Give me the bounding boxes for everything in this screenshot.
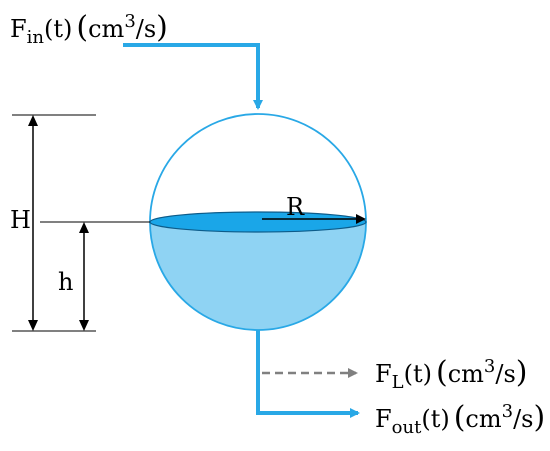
inflow-pipe	[123, 43, 263, 110]
radius-label: R	[286, 193, 305, 221]
height-total-label: H	[10, 206, 31, 234]
leak-label: FL(t)(cm3/s)	[375, 355, 527, 393]
height-total-arrow-top	[28, 115, 38, 126]
outflow-pipe	[256, 330, 360, 418]
height-total-arrow-bottom	[28, 320, 38, 331]
height-liquid-arrow-bottom	[79, 320, 89, 331]
height-liquid-label: h	[58, 268, 73, 296]
height-liquid-arrow-top	[79, 222, 89, 233]
inflow-label: Fin(t)(cm3/s)	[10, 10, 168, 48]
outflow-label: Fout(t)(cm3/s)	[375, 400, 545, 438]
water-surface	[149, 211, 367, 233]
water-body	[150, 222, 366, 330]
